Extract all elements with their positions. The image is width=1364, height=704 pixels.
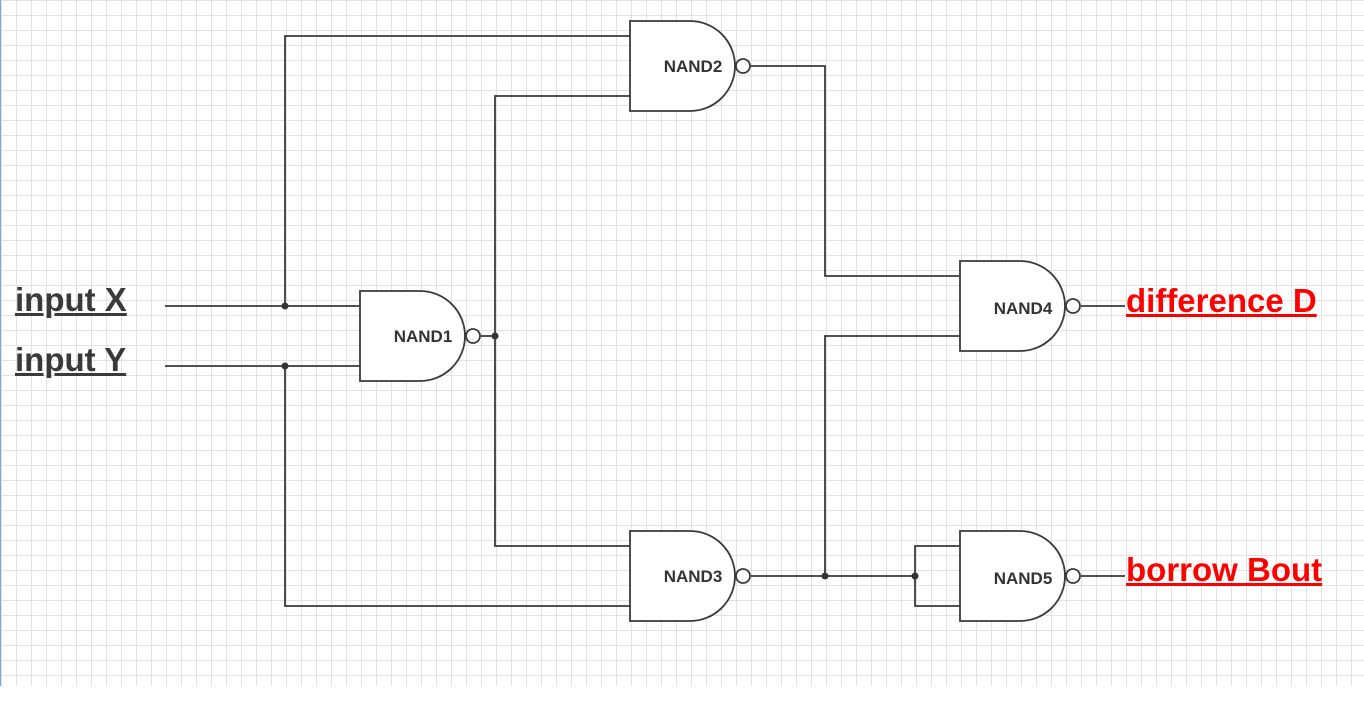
gate-nand5[interactable]: NAND5 xyxy=(959,530,1081,622)
wire-nand5-inputs xyxy=(914,545,960,607)
wire-nand1-to-nand2 xyxy=(494,95,630,336)
junction-dot xyxy=(821,572,829,580)
junction-dot xyxy=(281,362,289,370)
junction-dot xyxy=(491,332,499,340)
inversion-bubble xyxy=(1065,568,1081,584)
wire-nand3-to-nand4 xyxy=(824,335,960,576)
gate-label-nand1: NAND1 xyxy=(394,327,453,346)
gate-nand4[interactable]: NAND4 xyxy=(959,260,1081,352)
junction-dot xyxy=(911,572,919,580)
inversion-bubble xyxy=(735,568,751,584)
nand-gate-body xyxy=(959,260,1066,352)
nand-gate-body xyxy=(629,20,736,112)
gate-label-nand3: NAND3 xyxy=(664,567,723,586)
nand-gate-body xyxy=(359,290,466,382)
wire-nand1-to-nand3 xyxy=(494,336,630,547)
inversion-bubble xyxy=(465,328,481,344)
inversion-bubble xyxy=(735,58,751,74)
wire-y-to-nand3 xyxy=(284,366,630,607)
gate-nand1[interactable]: NAND1 xyxy=(359,290,481,382)
difference-output-label: difference D xyxy=(1126,282,1317,319)
junction-dot xyxy=(281,302,289,310)
input-y-label: input Y xyxy=(15,341,127,378)
nand-gate-body xyxy=(629,530,736,622)
gate-nand2[interactable]: NAND2 xyxy=(629,20,751,112)
wires xyxy=(165,35,1125,607)
gate-label-nand2: NAND2 xyxy=(664,57,723,76)
junctions xyxy=(281,302,919,580)
nand-gate-body xyxy=(959,530,1066,622)
grid-background xyxy=(0,0,1364,686)
gate-label-nand5: NAND5 xyxy=(994,569,1053,588)
input-x-label: input X xyxy=(15,281,127,318)
wire-nand2-to-nand4 xyxy=(751,65,960,277)
gate-nand3[interactable]: NAND3 xyxy=(629,530,751,622)
gate-label-nand4: NAND4 xyxy=(994,299,1053,318)
borrow-output-label: borrow Bout xyxy=(1126,551,1323,588)
inversion-bubble xyxy=(1065,298,1081,314)
wire-x-to-nand2 xyxy=(284,35,630,306)
